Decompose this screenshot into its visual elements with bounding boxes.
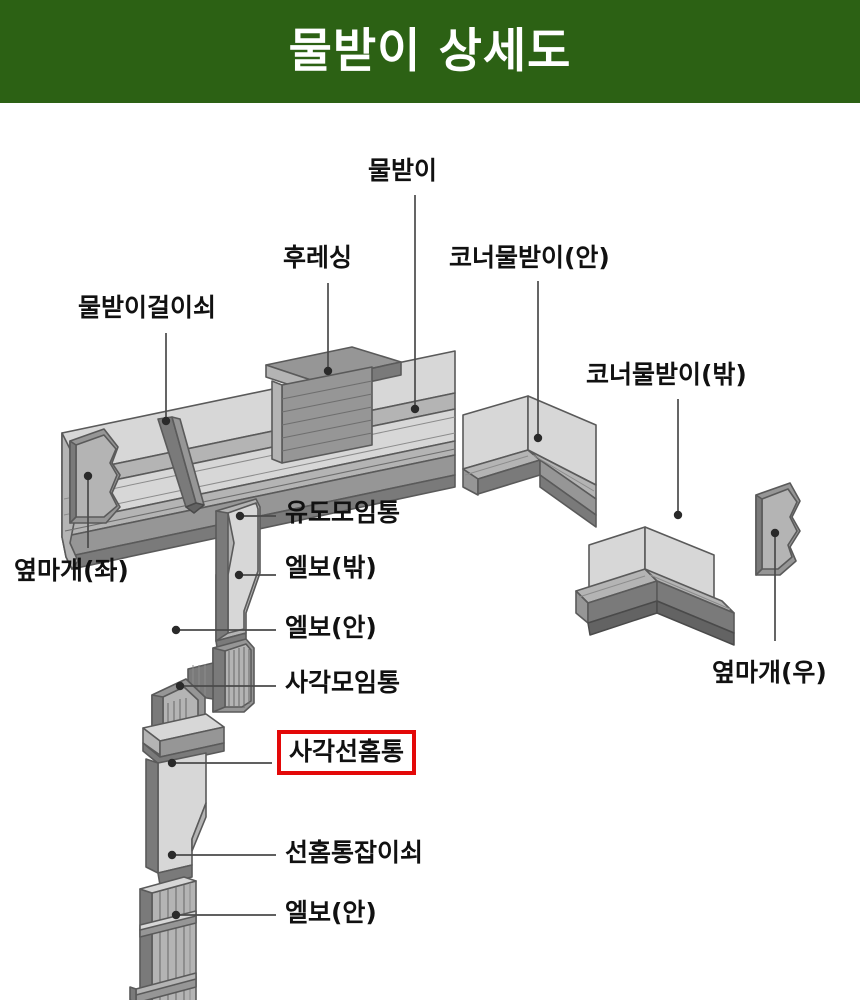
label-funnel-box: 유도모임통 (285, 498, 401, 527)
label-end-cap-right: 옆마개(우) (712, 658, 827, 687)
part-hanger-bracket (157, 416, 205, 514)
page-header: 물받이 상세도 (0, 0, 860, 103)
label-elbow-in-lower: 엘보(안) (285, 898, 377, 927)
part-funnel-outlet (215, 498, 261, 654)
label-gutter: 물받이 (368, 156, 438, 185)
part-collector-box (142, 713, 225, 886)
diagram-canvas: .lt{fill:#d7d7d7;stroke:#5a5a5a;stroke-w… (0, 103, 860, 1000)
label-end-cap-left: 옆마개(좌) (14, 556, 129, 585)
label-square-box: 사각모임통 (285, 668, 401, 697)
label-elbow-out: 엘보(밖) (285, 553, 377, 582)
part-corner-inside (462, 395, 597, 528)
label-corner-gutter-out: 코너물받이(밖) (586, 360, 747, 389)
part-flashing (265, 346, 402, 464)
part-cap-left (69, 428, 121, 524)
label-downspout-bracket: 선홈통잡이쇠 (285, 838, 424, 867)
part-cap-right (755, 482, 801, 576)
leader-lines (83, 195, 780, 920)
label-corner-gutter-in: 코너물받이(안) (449, 243, 610, 272)
page-title: 물받이 상세도 (288, 24, 572, 79)
label-square-downspout: 사각선홈통 (277, 730, 417, 775)
part-corner-outside (575, 526, 735, 646)
part-downspout-pipe (139, 876, 197, 1000)
label-flashing: 후레싱 (283, 243, 353, 272)
part-elbow-outer (187, 638, 255, 713)
label-gutter-hanger: 물받이걸이쇠 (78, 293, 217, 322)
label-elbow-in-upper: 엘보(안) (285, 613, 377, 642)
